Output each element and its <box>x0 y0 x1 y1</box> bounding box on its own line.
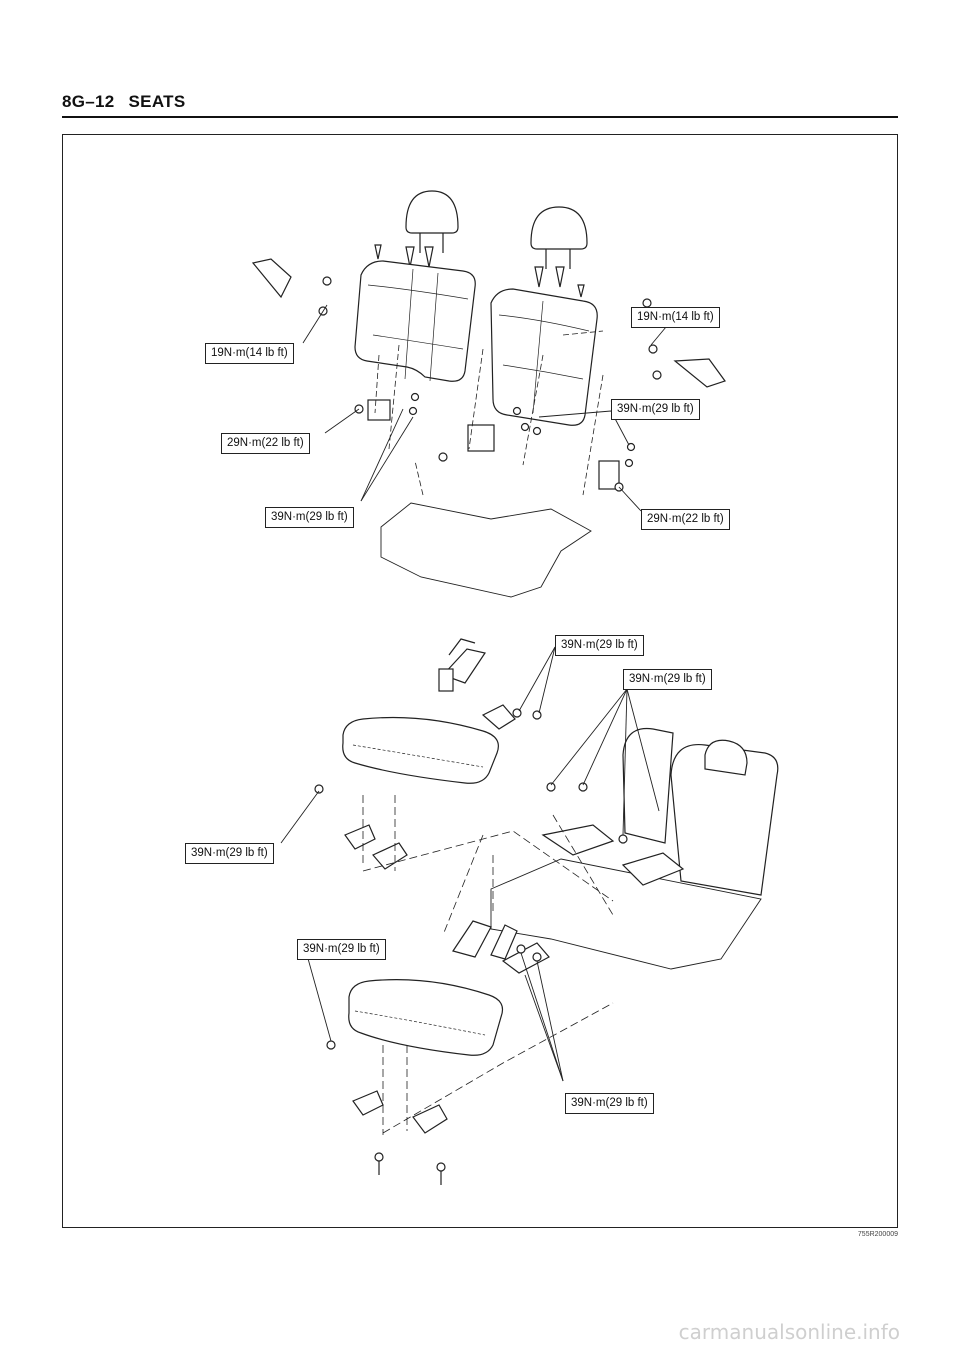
floor-panel-middle <box>490 858 762 970</box>
figure-code: 755R200009 <box>857 1231 898 1238</box>
torque-callout-9: 39N·m(29 lb ft) <box>185 843 274 864</box>
torque-callout-4: 29N·m(22 lb ft) <box>221 433 310 454</box>
page-number: 8G–12 <box>62 92 115 111</box>
section-title: SEATS <box>128 92 186 111</box>
seatback-right <box>490 288 598 426</box>
headrest-right <box>530 206 588 269</box>
exploded-diagram-frame: 19N·m(14 lb ft) 19N·m(14 lb ft) 39N·m(29… <box>62 134 898 1228</box>
site-watermark: carmanualsonline.info <box>678 1320 900 1344</box>
seat-cushion-middle <box>342 716 499 784</box>
headrest-left <box>405 190 459 253</box>
torque-callout-11: 39N·m(29 lb ft) <box>565 1093 654 1114</box>
torque-callout-5: 39N·m(29 lb ft) <box>265 507 354 528</box>
torque-callout-10: 39N·m(29 lb ft) <box>297 939 386 960</box>
torque-callout-8: 39N·m(29 lb ft) <box>623 669 712 690</box>
page-header: 8G–12 SEATS <box>62 92 185 112</box>
torque-callout-3: 39N·m(29 lb ft) <box>611 399 700 420</box>
torque-callout-2: 19N·m(14 lb ft) <box>205 343 294 364</box>
header-rule <box>62 116 898 118</box>
seat-exploded-drawing <box>251 190 779 1185</box>
front-seat-right <box>670 743 779 896</box>
torque-callout-6: 29N·m(22 lb ft) <box>641 509 730 530</box>
floor-panel-upper <box>380 502 592 598</box>
torque-callout-7: 39N·m(29 lb ft) <box>555 635 644 656</box>
torque-callout-1: 19N·m(14 lb ft) <box>631 307 720 328</box>
seat-cushion-lower <box>348 979 504 1056</box>
seatback-left <box>354 260 476 382</box>
